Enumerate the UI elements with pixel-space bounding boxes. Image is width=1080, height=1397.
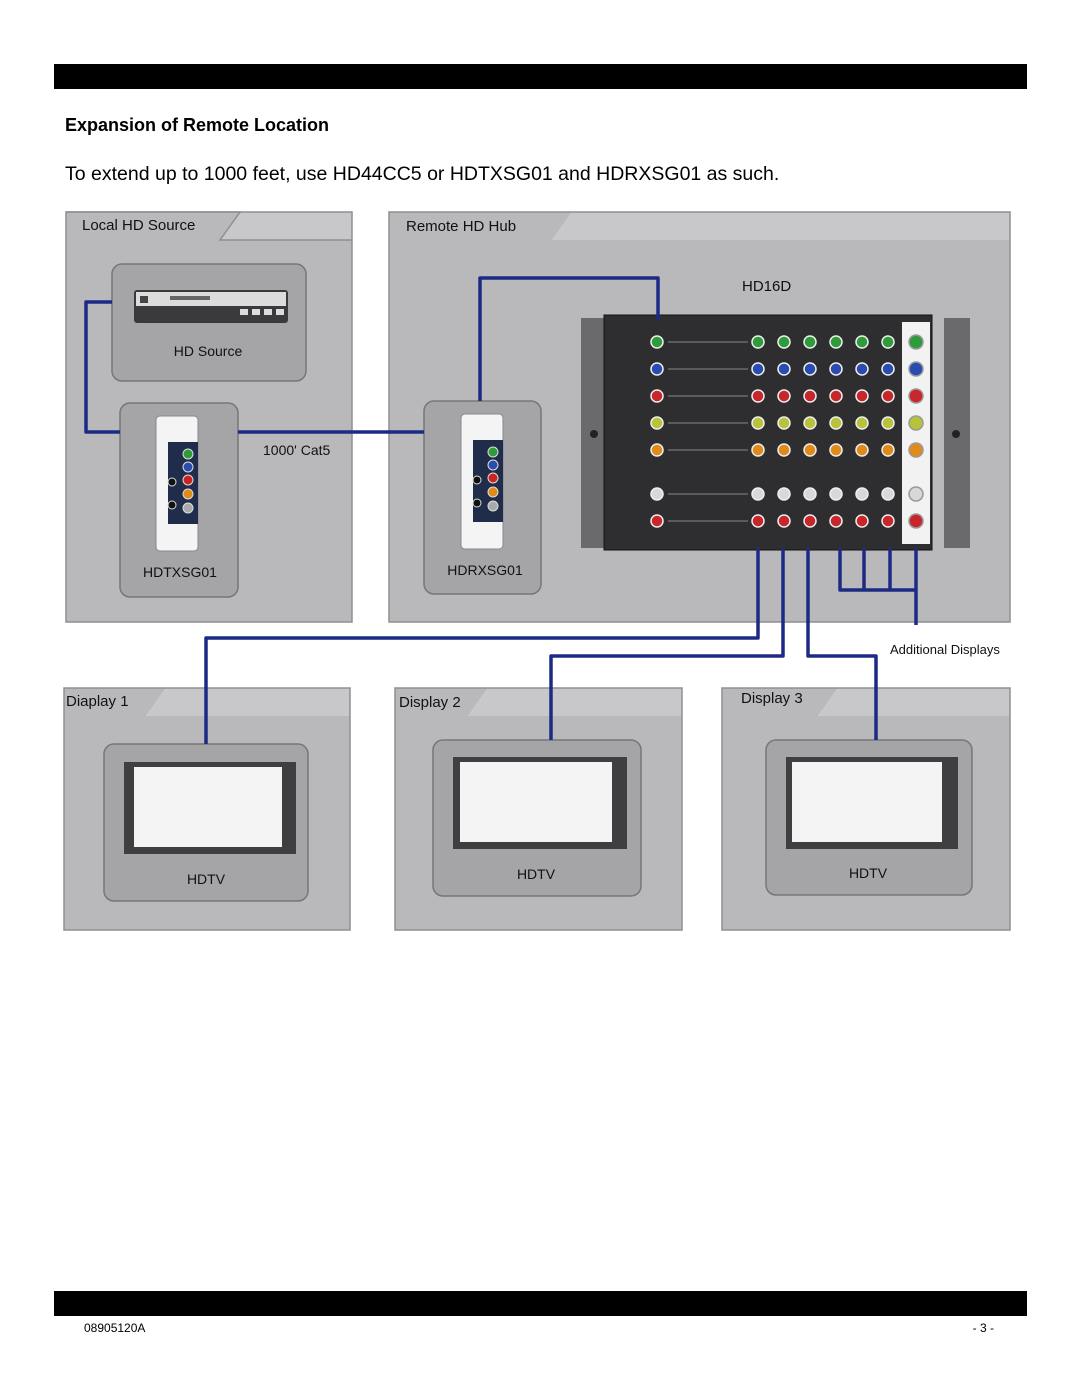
hdtxsg01-label: HDTXSG01 [143, 564, 217, 580]
cable-hub-to-display2 [549, 548, 785, 740]
panel-remote-hub-title: Remote HD Hub [406, 218, 516, 235]
hub-output-jack [908, 513, 924, 529]
hub-jack [881, 362, 895, 376]
hub-jack [829, 443, 843, 457]
hd-source-device: HD Source [111, 263, 307, 382]
hub-jack [855, 389, 869, 403]
hub-jack-grid [650, 334, 924, 529]
hub-jack [803, 487, 817, 501]
hd-source-label: HD Source [174, 343, 243, 359]
footer-bar [54, 1291, 1027, 1316]
hub-jack [751, 335, 765, 349]
hub-jack [855, 514, 869, 528]
hub-jack [881, 514, 895, 528]
cable-rx-to-hub [478, 276, 660, 401]
hd16d-label: HD16D [742, 278, 791, 295]
hub-jack [751, 443, 765, 457]
page-number: - 3 - [972, 1321, 994, 1335]
intro-text: To extend up to 1000 feet, use HD44CC5 o… [65, 163, 780, 185]
hub-jack [881, 487, 895, 501]
hub-output-jack [908, 415, 924, 431]
panel-display-3-title: Display 3 [741, 690, 803, 707]
hub-jack [881, 389, 895, 403]
hub-jack [777, 335, 791, 349]
hub-jack [650, 487, 664, 501]
hdrxsg01-label: HDRXSG01 [447, 562, 523, 578]
hub-jack [829, 335, 843, 349]
hdtv-label-1: HDTV [187, 871, 226, 887]
hub-jack [829, 362, 843, 376]
hub-output-jack [908, 486, 924, 502]
section-heading: Expansion of Remote Location [65, 115, 330, 135]
hub-jack [881, 443, 895, 457]
hdtv-label-3: HDTV [849, 865, 888, 881]
panel-display-2: Display 2 HDTV [394, 687, 683, 931]
cable-hub-to-additional [838, 548, 918, 625]
hub-jack [777, 443, 791, 457]
hdtv-label-2: HDTV [517, 866, 556, 882]
hub-jack [829, 514, 843, 528]
hub-jack [777, 514, 791, 528]
hdrxsg01-device: HDRXSG01 [423, 400, 542, 595]
hub-jack [803, 335, 817, 349]
hub-jack [650, 514, 664, 528]
hub-jack [777, 362, 791, 376]
hub-jack [855, 487, 869, 501]
hub-jack [751, 362, 765, 376]
hub-output-jack [908, 334, 924, 350]
hub-jack [855, 416, 869, 430]
hub-jack [829, 389, 843, 403]
hd16d-device [581, 314, 970, 551]
hub-jack [777, 416, 791, 430]
hdtxsg01-device: HDTXSG01 [119, 402, 239, 598]
hub-jack [650, 362, 664, 376]
hub-jack [650, 335, 664, 349]
hub-output-jack [908, 388, 924, 404]
hub-jack [803, 389, 817, 403]
panel-display-3: Display 3 HDTV [721, 687, 1011, 931]
hub-jack [751, 416, 765, 430]
hub-jack [751, 389, 765, 403]
hub-jack [881, 416, 895, 430]
cable-hub-to-display3 [806, 548, 878, 740]
hub-output-jack [908, 361, 924, 377]
hub-output-jack [908, 442, 924, 458]
hub-jack [855, 443, 869, 457]
cable-label: 1000' Cat5 [263, 442, 330, 458]
hub-jack [803, 362, 817, 376]
additional-displays-label: Additional Displays [890, 642, 1000, 657]
hub-jack [829, 416, 843, 430]
connection-diagram: Local HD Source Remote HD Hub HD Source … [63, 211, 1011, 931]
cable-hub-to-display1 [204, 548, 760, 744]
hub-jack [881, 335, 895, 349]
hub-jack [803, 514, 817, 528]
hub-jack [803, 443, 817, 457]
panel-display-2-title: Display 2 [399, 694, 461, 711]
cable-source-to-tx [84, 300, 120, 434]
hub-jack [777, 389, 791, 403]
doc-number: 08905120A [84, 1321, 146, 1335]
hub-jack [777, 487, 791, 501]
header-bar [54, 64, 1027, 89]
hub-jack [855, 335, 869, 349]
hub-jack [829, 487, 843, 501]
hub-jack [751, 514, 765, 528]
hub-jack [650, 416, 664, 430]
hub-jack [803, 416, 817, 430]
panel-display-1-title: Diaplay 1 [66, 693, 129, 710]
panel-display-1: Diaplay 1 HDTV [63, 687, 351, 931]
hub-jack [650, 443, 664, 457]
hub-jack [855, 362, 869, 376]
cables [84, 276, 918, 744]
hub-jack [751, 487, 765, 501]
hub-jack [650, 389, 664, 403]
panel-local-source-title: Local HD Source [82, 217, 195, 234]
